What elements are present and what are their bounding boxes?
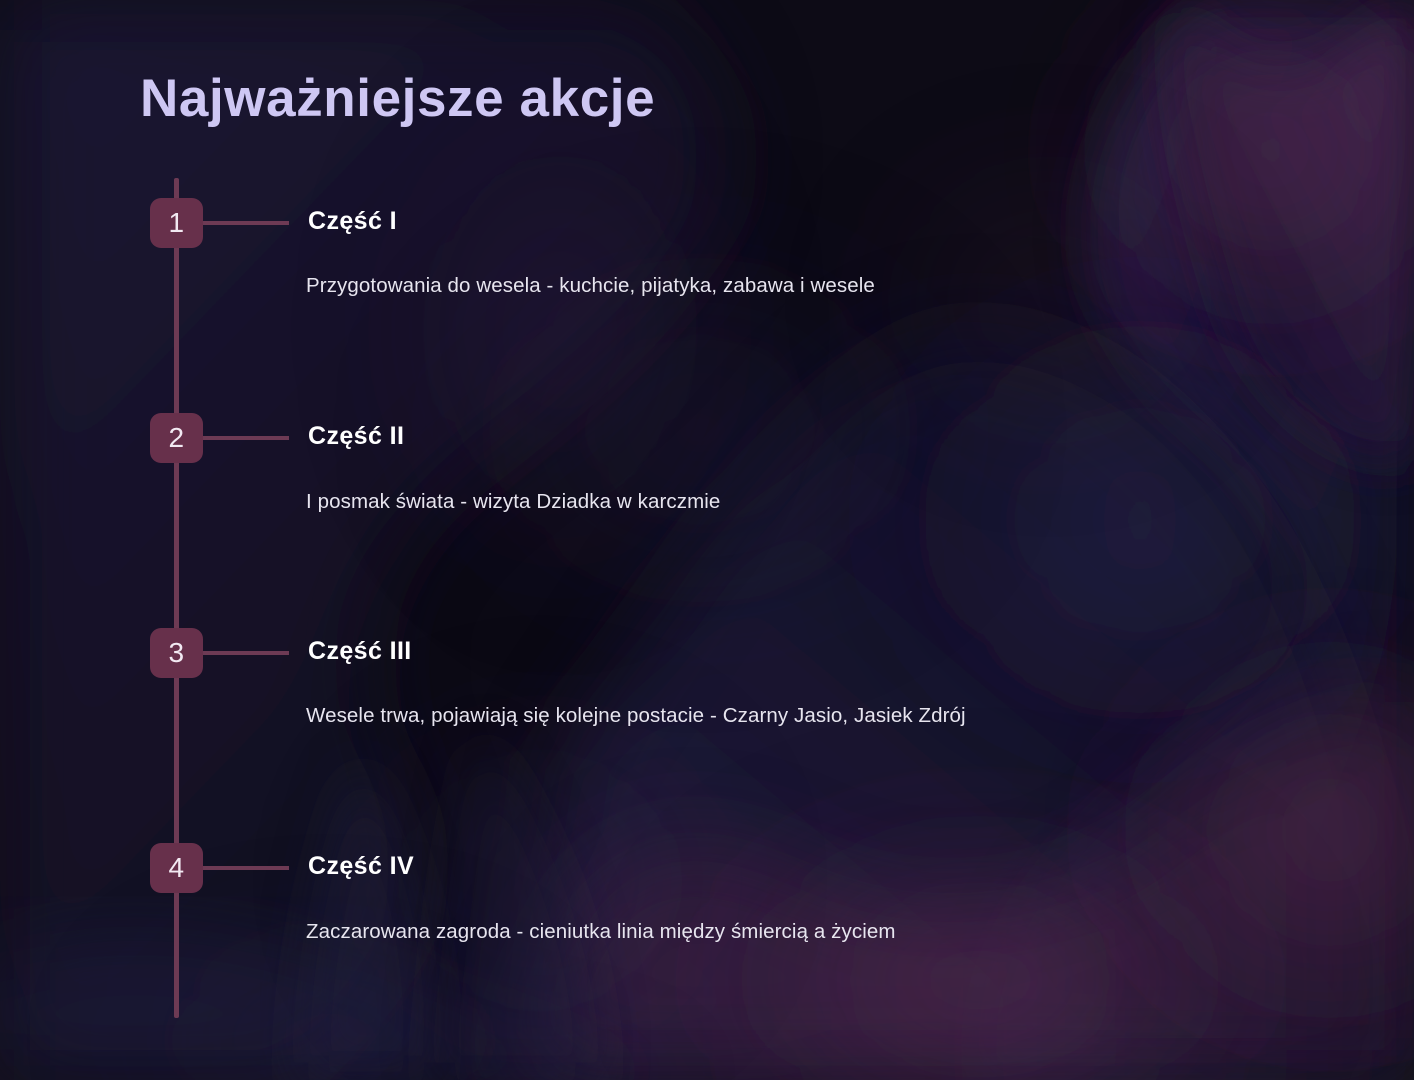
timeline-step-badge-3[interactable]: 3 xyxy=(150,628,203,678)
timeline-heading-4: Część IV xyxy=(308,852,415,880)
timeline-description-4: Zaczarowana zagroda - cieniutka linia mi… xyxy=(306,920,896,943)
timeline-step-badge-2[interactable]: 2 xyxy=(150,413,203,463)
timeline-description-3: Wesele trwa, pojawiają się kolejne posta… xyxy=(306,704,966,727)
timeline-connector-2 xyxy=(203,436,289,440)
timeline-connector-3 xyxy=(203,651,289,655)
timeline-description-1: Przygotowania do wesela - kuchcie, pijat… xyxy=(306,274,875,297)
timeline-connector-4 xyxy=(203,866,289,870)
timeline-heading-2: Część II xyxy=(308,422,405,450)
timeline-step-badge-4[interactable]: 4 xyxy=(150,843,203,893)
timeline-step-badge-1[interactable]: 1 xyxy=(150,198,203,248)
page-title: Najważniejsze akcje xyxy=(140,69,656,128)
timeline-connector-1 xyxy=(203,221,289,225)
timeline-heading-1: Część I xyxy=(308,207,397,235)
timeline-description-2: I posmak świata - wizyta Dziadka w karcz… xyxy=(306,490,721,513)
timeline-heading-3: Część III xyxy=(308,637,412,665)
